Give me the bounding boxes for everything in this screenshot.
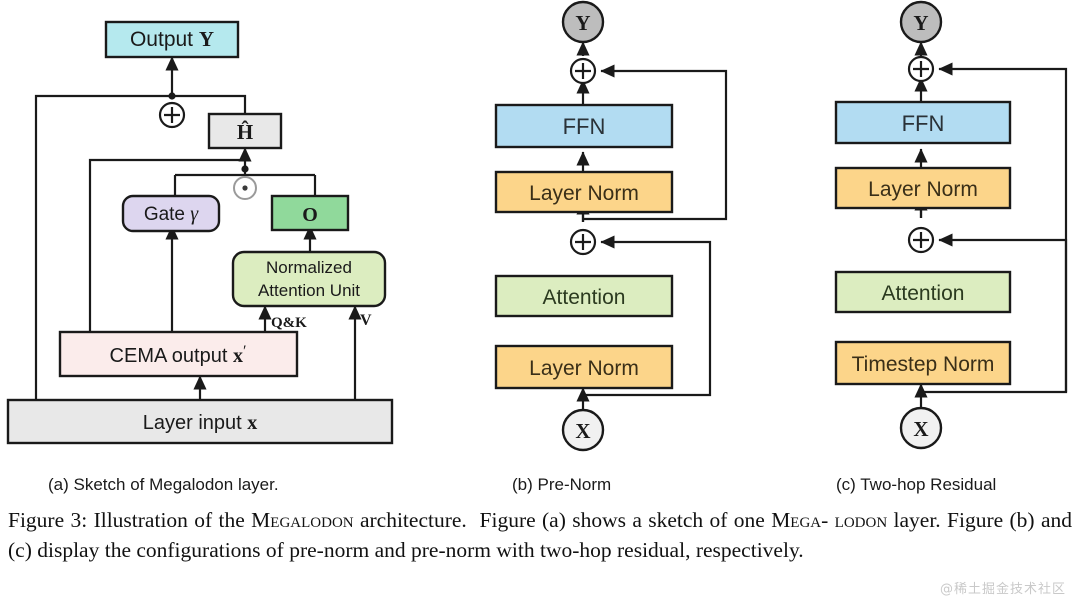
plus-operator-a	[158, 101, 186, 129]
adder-attention-c	[907, 226, 935, 254]
subcaption-a: (a) Sketch of Megalodon layer.	[48, 475, 279, 494]
block-layer-norm-ffn-label-b: Layer Norm	[529, 182, 639, 205]
block-ffn-c[interactable]: FFN	[834, 100, 1012, 145]
node-o-label: O	[302, 204, 318, 226]
node-output[interactable]: Output Y	[104, 20, 240, 59]
block-layer-norm-ffn-label-c: Layer Norm	[868, 178, 978, 201]
panel-a-diagram: Output Y Ĥ Gate γ O Normalized Attention…	[6, 20, 394, 445]
nau-label-line1: Normalized	[266, 258, 352, 277]
node-h-hat[interactable]: Ĥ	[207, 112, 283, 150]
junction-dot-a1	[168, 92, 176, 100]
node-o[interactable]: O	[270, 194, 350, 232]
block-ffn-b[interactable]: FFN	[494, 103, 674, 149]
adder-ffn-c	[907, 55, 935, 83]
watermark: @稀土掘金技术社区	[939, 582, 1066, 597]
block-attention-label-b: Attention	[543, 286, 626, 309]
block-attention-b[interactable]: Attention	[494, 274, 674, 318]
terminal-x-b: X	[561, 408, 605, 452]
junction-dot-a2	[241, 165, 249, 173]
panel-b-diagram: Y X FFN Layer Norm Attention Layer Norm	[494, 0, 728, 452]
node-gate-label: Gate γ	[144, 203, 199, 225]
block-layer-norm-ffn-b[interactable]: Layer Norm	[494, 170, 674, 214]
subcaption-c: (c) Two-hop Residual	[836, 475, 997, 494]
block-timestep-norm-label-c: Timestep Norm	[852, 353, 995, 376]
terminal-y-label-c: Y	[913, 11, 928, 35]
block-attention-c[interactable]: Attention	[834, 270, 1012, 314]
node-layer-input[interactable]: Layer input x	[6, 398, 394, 445]
terminal-y-label-b: Y	[575, 11, 590, 35]
block-layer-norm-ffn-c[interactable]: Layer Norm	[834, 166, 1012, 210]
figure-caption-line1: Figure 3: Illustration of the Megalodon …	[8, 508, 829, 532]
figure-caption-line2: lodon layer. Figure (b) and (c) display …	[8, 508, 1072, 562]
block-attention-label-c: Attention	[882, 282, 965, 305]
edge-label-qk: Q&K	[271, 315, 307, 331]
terminal-x-c: X	[899, 406, 943, 450]
block-layer-norm-attn-label-b: Layer Norm	[529, 357, 639, 380]
node-gate[interactable]: Gate γ	[121, 194, 221, 233]
product-operator-a	[233, 176, 257, 200]
terminal-y-c: Y	[899, 0, 943, 44]
subcaption-b: (b) Pre-Norm	[512, 475, 612, 494]
adder-ffn-b	[569, 57, 597, 85]
node-layer-input-label: Layer input x	[143, 412, 258, 434]
terminal-x-label-c: X	[913, 417, 928, 441]
edge-label-v: V	[360, 312, 372, 329]
block-ffn-label-b: FFN	[563, 114, 606, 139]
adder-attention-b	[569, 228, 597, 256]
terminal-x-label-b: X	[575, 419, 590, 443]
figure-caption-line3: residual, respectively.	[617, 538, 804, 562]
block-ffn-label-c: FFN	[902, 111, 945, 136]
panel-c-diagram: Y X FFN Layer Norm Attention Timestep No…	[834, 0, 1068, 450]
block-timestep-norm-c[interactable]: Timestep Norm	[834, 340, 1012, 386]
figure-caption: Figure 3: Illustration of the Megalodon …	[8, 505, 1072, 565]
node-cema-label: CEMA output x′	[110, 343, 247, 367]
block-layer-norm-attn-b[interactable]: Layer Norm	[494, 344, 674, 390]
node-cema-output[interactable]: CEMA output x′	[58, 330, 299, 378]
node-h-hat-label: Ĥ	[237, 120, 253, 144]
node-output-label: Output Y	[130, 27, 214, 51]
nau-label-line2: Attention Unit	[258, 281, 360, 300]
node-normalized-attention-unit[interactable]: Normalized Attention Unit	[231, 250, 387, 308]
terminal-y-b: Y	[561, 0, 605, 44]
